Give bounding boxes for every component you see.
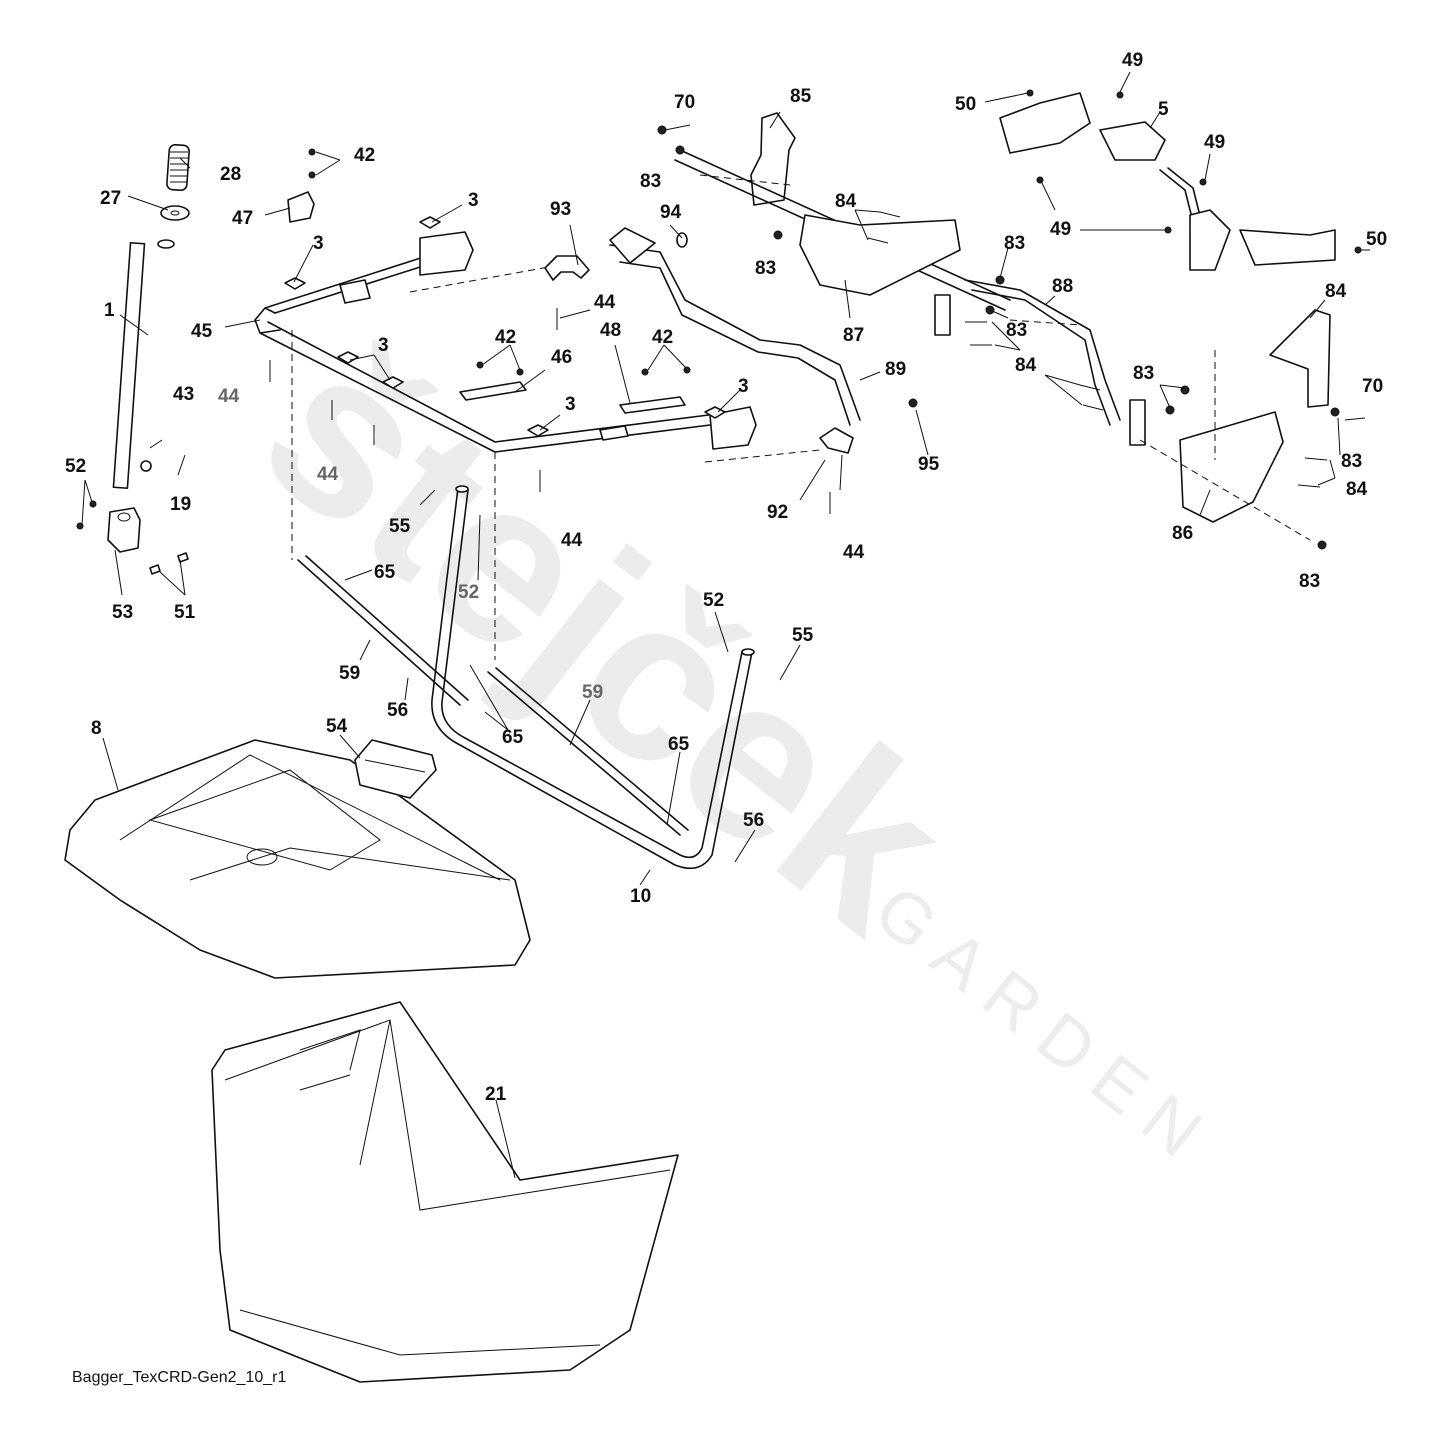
callout-42: 42 [354,145,375,166]
callout-5: 5 [1158,99,1169,120]
callout-84: 84 [1015,355,1037,376]
callout-86: 85 [790,86,812,107]
screws-and-clips [269,148,831,514]
bagger-lid [64,739,531,979]
callout-47: 47 [232,208,253,229]
callout-27: 27 [100,188,121,209]
callout-70: 70 [674,92,695,113]
callout-83: 83 [1006,320,1027,341]
callout-59: 59 [582,682,603,703]
callout-42: 42 [652,327,673,348]
callout-21: 21 [485,1084,507,1105]
callout-8: 8 [91,718,102,739]
callout-92: 89 [885,359,906,380]
callout-49: 49 [1050,219,1071,240]
callout-50: 50 [955,94,976,115]
callout-53: 53 [112,602,133,623]
callout-87: 86 [1172,523,1193,544]
callout-83: 83 [1004,233,1025,254]
callout-95: 94 [660,202,682,223]
callout-42: 42 [495,327,516,348]
support-arms [544,227,918,454]
lift-handle-assembly [76,143,190,575]
callout-44: 44 [218,386,240,407]
callout-49: 49 [1122,50,1143,71]
bagger-handle [354,739,437,799]
callout-83: 83 [755,258,776,279]
callout-1: 1 [104,300,115,321]
callout-labels: 1 3 3 3 3 3 5 8 10 19 21 27 28 42 42 42 … [65,50,1387,1105]
callout-48: 48 [600,320,621,341]
callout-45: 45 [191,321,213,342]
callout-70: 70 [1362,376,1383,397]
bagger-frame [254,231,821,660]
callout-44: 44 [594,292,616,313]
callout-84: 84 [835,191,857,212]
callout-52: 52 [458,582,479,603]
callout-50: 50 [1366,229,1387,250]
diagram-caption: Bagger_TexCRD-Gen2_10_r1 [72,1369,286,1386]
callout-55: 55 [389,516,411,537]
callout-55: 55 [792,625,814,646]
callout-65: 65 [668,734,690,755]
callout-95: 95 [918,454,940,475]
callout-54: 54 [326,716,348,737]
callout-46: 46 [551,347,572,368]
callout-52: 52 [65,456,86,477]
callout-43: 43 [173,384,194,405]
callout-83: 83 [1341,451,1362,472]
callout-83: 83 [640,171,661,192]
callout-49: 49 [1204,132,1225,153]
callout-44: 44 [843,542,865,563]
callout-3: 3 [738,376,749,397]
callout-51: 51 [174,602,196,623]
callout-83: 83 [1299,571,1320,592]
callout-52: 52 [703,590,724,611]
callout-3: 3 [565,394,576,415]
leader-lines [81,71,1370,1179]
lower-rods [297,485,755,870]
callout-89: 88 [1052,276,1073,297]
callout-83: 83 [1133,363,1154,384]
callout-10: 10 [630,886,651,907]
callout-93: 92 [767,502,788,523]
callout-19: 19 [170,494,191,515]
callout-56: 56 [387,700,408,721]
callout-56: 56 [743,810,764,831]
callout-28: 28 [220,164,241,185]
callout-3: 3 [313,233,324,254]
callout-59: 59 [339,663,360,684]
callout-88: 87 [843,325,864,346]
callout-3: 3 [378,335,389,356]
callout-65: 65 [502,727,524,748]
bag-box [211,1001,679,1383]
callout-44: 44 [561,530,583,551]
callout-85: 84 [1325,281,1347,302]
callout-3: 3 [468,190,479,211]
callout-44: 44 [317,464,339,485]
watermark-sub: GARDEN [861,870,1230,1182]
callout-84: 84 [1346,479,1368,500]
hitch-hardware [657,89,1366,550]
callout-65: 65 [374,562,396,583]
hitch-assembly [674,92,1336,541]
callout-94: 93 [550,199,571,220]
